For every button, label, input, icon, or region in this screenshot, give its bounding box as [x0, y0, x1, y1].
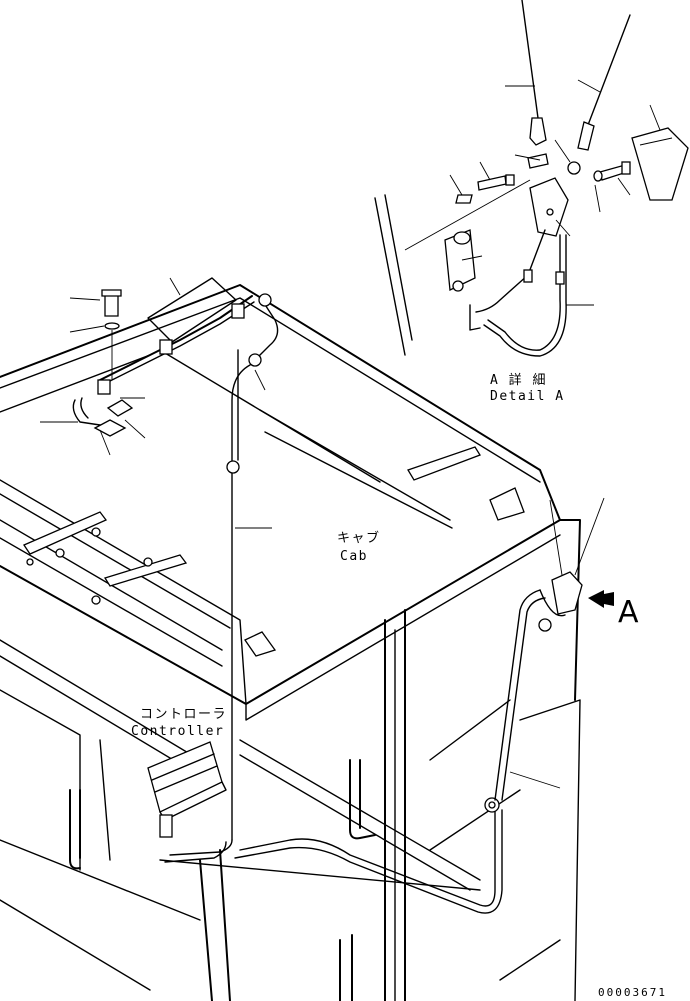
roof-brackets [23, 446, 525, 657]
text-labels: A 詳 細 Detail A キャブ Cab コントローラ Controller… [131, 372, 667, 999]
controller-jp-label: コントローラ [140, 707, 227, 722]
detail-a-inset [374, 0, 689, 357]
document-number: 00003671 [598, 986, 667, 999]
cab-en-label: Cab [340, 549, 368, 564]
view-marker-a: A [618, 595, 639, 630]
roof-harness-left [40, 277, 272, 529]
detail-a-en-label: Detail A [490, 389, 565, 404]
wire-harness [164, 293, 566, 914]
controller-en-label: Controller [131, 724, 224, 739]
controller-unit [147, 741, 227, 838]
cab-roof [0, 284, 581, 1001]
detail-a-jp-label: A 詳 細 [490, 372, 547, 388]
antenna-mount-main [509, 497, 614, 789]
cab-jp-label: キャブ [337, 530, 381, 546]
